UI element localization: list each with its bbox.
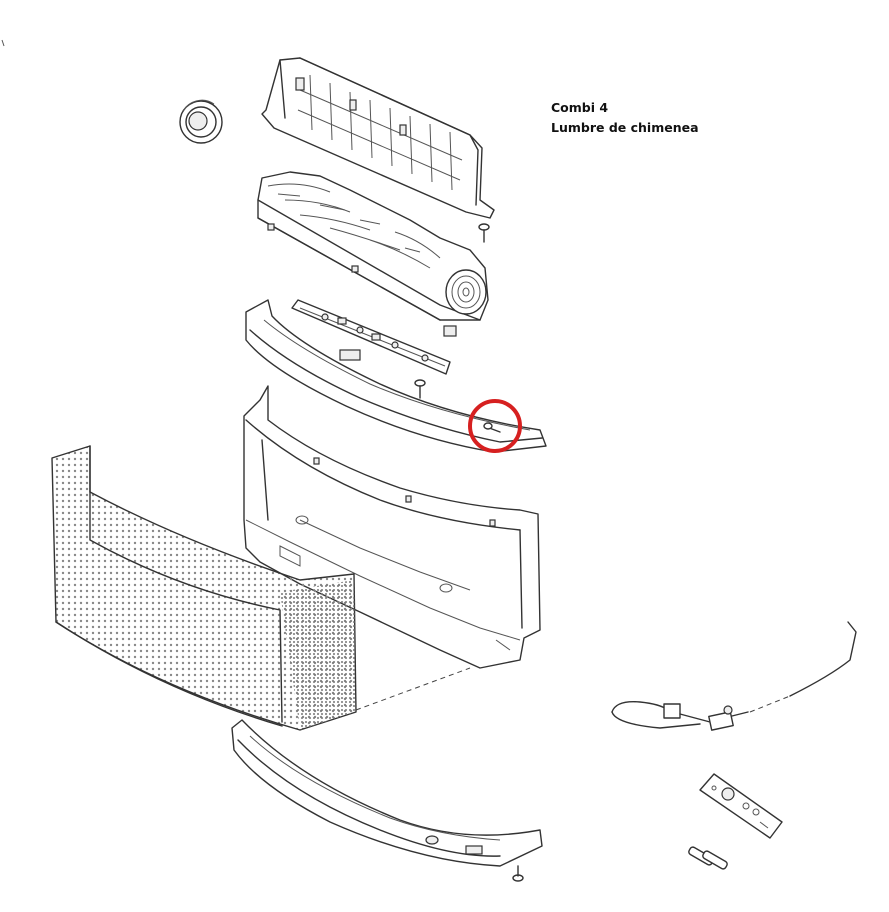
edge-mark	[1, 39, 5, 47]
power-cable	[611, 621, 857, 731]
control-knob	[179, 99, 223, 144]
front-trim-screw	[483, 422, 501, 433]
bottom-screw	[512, 865, 524, 882]
batteries	[688, 846, 728, 870]
bottom-trim	[231, 719, 543, 867]
title-description: Lumbre de chimenea	[551, 120, 699, 135]
title-model: Combi 4	[551, 100, 609, 115]
log-set	[257, 171, 489, 337]
main-body	[243, 385, 541, 669]
control-board	[291, 299, 451, 375]
top-trim	[245, 299, 547, 453]
board-screw	[414, 379, 426, 399]
remote-control	[699, 773, 783, 839]
front-mesh	[51, 445, 357, 731]
diagram-title: Combi 4 Lumbre de chimenea	[551, 98, 699, 138]
highlight-circle	[468, 399, 522, 453]
alignment-line	[355, 667, 471, 711]
frame-screw	[478, 223, 490, 243]
rear-frame	[261, 57, 495, 219]
